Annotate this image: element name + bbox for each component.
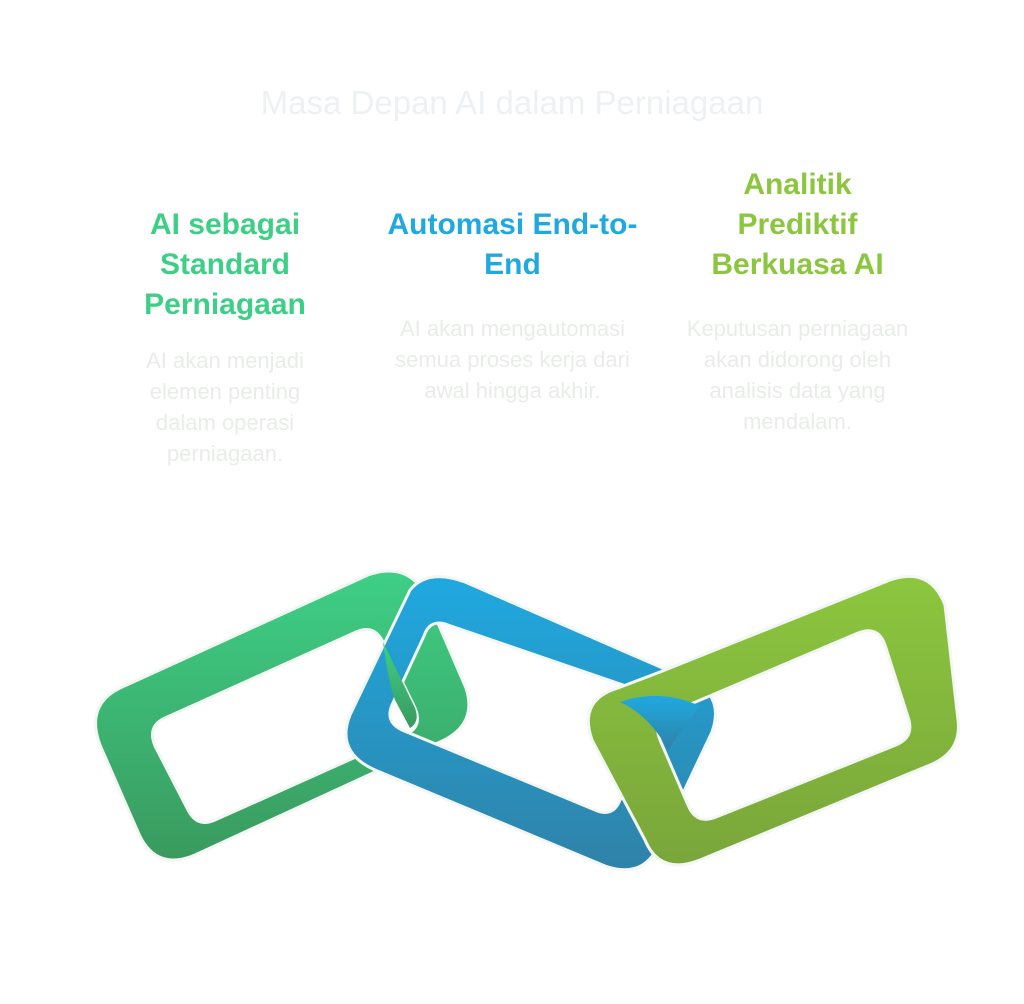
feature-heading: Automasi End-to-End <box>387 208 638 281</box>
feature-description: Keputusan perniagaan akan didorong oleh … <box>686 316 909 434</box>
chain-link-icon <box>586 574 960 867</box>
feature-heading: AI sebagai Standard Perniagaan <box>144 208 306 321</box>
feature-column-automation: Automasi End-to-End AI akan mengautomasi… <box>385 205 640 406</box>
feature-heading: Analitik Prediktif Berkuasa AI <box>711 168 884 281</box>
feature-description: AI akan menjadi elemen penting dalam ope… <box>146 348 304 466</box>
feature-column-standard: AI sebagai Standard Perniagaan AI akan m… <box>120 205 330 469</box>
page-title: Masa Depan AI dalam Perniagaan <box>260 84 764 121</box>
feature-column-analytics: Analitik Prediktif Berkuasa AI Keputusan… <box>680 165 915 437</box>
feature-description: AI akan mengautomasi semua proses kerja … <box>395 316 630 403</box>
